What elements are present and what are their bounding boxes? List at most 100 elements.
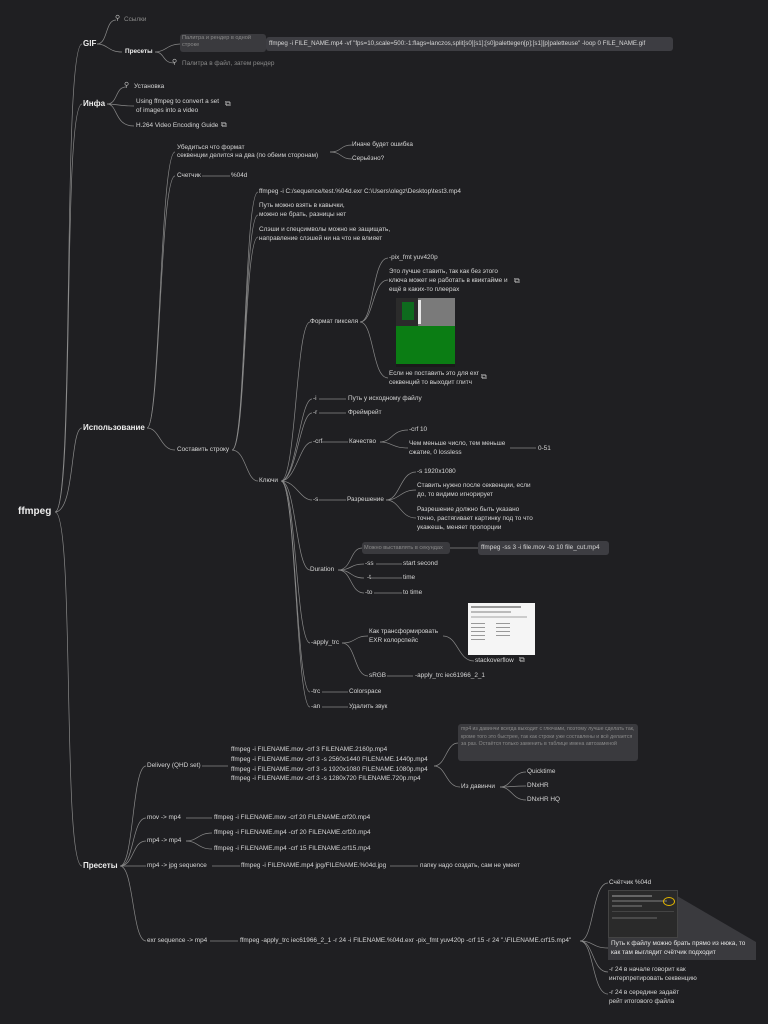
pixfmt-note-3[interactable]: ещё в каких-то плеерах xyxy=(389,286,460,293)
info-node[interactable]: Инфа xyxy=(83,99,106,108)
mp4-jpg-note[interactable]: папку надо создать, сам не умеет xyxy=(420,862,521,869)
external-link-icon[interactable]: ⧉ xyxy=(519,655,525,664)
else-error[interactable]: Иначе будет ошибка xyxy=(352,141,413,148)
pixfmt-note-2[interactable]: ключа может не работать в квиктайме и xyxy=(389,277,508,284)
res-note1-2[interactable]: до, то видимо игнорирует xyxy=(417,491,493,498)
from-davinci[interactable]: Из давинчи xyxy=(461,783,495,790)
exr-r-begin-1[interactable]: -r 24 в начале говорит как xyxy=(609,966,686,973)
res-note1-1[interactable]: Ставить нужно после секвенции, если xyxy=(417,482,531,489)
info-images-guide-2[interactable]: of images into a video xyxy=(136,107,199,114)
duration-node[interactable]: Duration xyxy=(310,566,335,573)
resolution-node[interactable]: Разрешение xyxy=(347,496,384,503)
key-i-desc[interactable]: Путь у исходному файлу xyxy=(348,395,422,402)
gif-palette-file[interactable]: Палитра в файл, затем рендер xyxy=(182,60,275,67)
key-i[interactable]: -i xyxy=(313,395,317,402)
gif-command[interactable]: ffmpeg -i FILE_NAME.mp4 -vf "fps=10,scal… xyxy=(269,40,646,47)
ensure-line-2[interactable]: секвенции делится на два (по обеим сторо… xyxy=(177,152,319,159)
nuke-screenshot-thumbnail[interactable] xyxy=(608,890,678,938)
external-link-icon[interactable]: ⧉ xyxy=(481,372,487,381)
mov-mp4-node[interactable]: mov -> mp4 xyxy=(147,814,181,821)
apply-trc-node[interactable]: -apply_trc xyxy=(311,639,340,646)
res-note2-3[interactable]: укажешь, меняет пропорции xyxy=(417,524,502,531)
pixfmt-node[interactable]: Формат пикселя xyxy=(310,318,359,325)
duration-cmd[interactable]: ffmpeg -ss 3 -i file.mov -to 10 file_cut… xyxy=(481,544,600,551)
glitch-thumbnail[interactable] xyxy=(396,298,455,367)
presets-node[interactable]: Пресеты xyxy=(83,861,118,870)
quotes-note-2[interactable]: можно не брать, разницы нет xyxy=(259,211,347,218)
key-an-desc[interactable]: Удалить звук xyxy=(349,703,388,710)
exr-path-1[interactable]: Путь к файлу можно брать прямо из нюка, … xyxy=(611,940,746,947)
key-trc[interactable]: -trc xyxy=(311,688,321,695)
codec-dnxhr[interactable]: DNxHR xyxy=(527,782,549,789)
exr-r-mid-1[interactable]: -r 24 в середине задаёт xyxy=(609,989,680,996)
slashes-note-2[interactable]: направление слэшей ни на что не влияет xyxy=(259,235,383,242)
key-an[interactable]: -an xyxy=(311,703,321,710)
codec-dnxhr-hq[interactable]: DNxHR HQ xyxy=(527,796,561,803)
info-install[interactable]: Установка xyxy=(134,83,165,90)
info-h264-guide[interactable]: H.264 Video Encoding Guide xyxy=(136,122,219,129)
delivery-cmd-2[interactable]: ffmpeg -i FILENAME.mov -crf 3 -s 2560x14… xyxy=(231,756,428,763)
root-node[interactable]: ffmpeg xyxy=(18,506,52,517)
compose-node[interactable]: Составить строку xyxy=(177,446,230,453)
delivery-cmd-3[interactable]: ffmpeg -i FILENAME.mov -crf 3 -s 1920x10… xyxy=(231,766,428,773)
key-ss[interactable]: -ss xyxy=(365,560,374,567)
usage-node[interactable]: Использование xyxy=(83,423,145,432)
delivery-cmd-1[interactable]: ffmpeg -i FILENAME.mov -crf 3 FILENAME.2… xyxy=(231,746,388,753)
key-crf[interactable]: -crf xyxy=(313,438,323,445)
keys-node[interactable]: Ключи xyxy=(259,477,279,484)
gif-node[interactable]: GIF xyxy=(83,39,97,48)
key-r[interactable]: -r xyxy=(313,409,318,416)
ensure-line-1[interactable]: Убедиться что формат xyxy=(177,144,245,151)
cmd-example[interactable]: ffmpeg -i C:/sequence/test.%04d.exr C:\U… xyxy=(259,188,461,195)
exr-path-2[interactable]: как там выглядит счётчик подходит xyxy=(611,949,716,956)
external-link-icon[interactable]: ⧉ xyxy=(514,276,520,285)
key-t[interactable]: -t xyxy=(367,574,371,581)
key-t-desc[interactable]: time xyxy=(403,574,416,581)
res-note2-2[interactable]: точно, растягивает картинку под то что xyxy=(417,515,533,522)
exr-r-mid-2[interactable]: рейт итогового файла xyxy=(609,998,675,1005)
delivery-node[interactable]: Delivery (QHD set) xyxy=(147,762,201,769)
pixfmt-value[interactable]: -pix_fmt yuv420p xyxy=(389,254,438,261)
srgb-value[interactable]: -apply_trc iec61966_2_1 xyxy=(415,672,485,679)
mp4-jpg-node[interactable]: mp4 -> jpg sequence xyxy=(147,862,207,869)
res-value[interactable]: -s 1920x1080 xyxy=(417,468,456,475)
crf-range[interactable]: 0-51 xyxy=(538,445,551,452)
trc-how-2[interactable]: EXR колорспейс xyxy=(369,637,419,644)
seriously[interactable]: Серьёзно? xyxy=(352,155,385,162)
info-images-guide-1[interactable]: Using ffmpeg to convert a set xyxy=(136,98,220,105)
exr-mp4-cmd[interactable]: ffmpeg -apply_trc iec61966_2_1 -r 24 -i … xyxy=(240,937,572,944)
mp4-mp4-node[interactable]: mp4 -> mp4 xyxy=(147,837,182,844)
exr-r-begin-2[interactable]: интерпретировать секвенцию xyxy=(609,975,697,982)
key-to[interactable]: -to xyxy=(365,589,373,596)
codec-quicktime[interactable]: Quicktime xyxy=(527,768,556,775)
mp4-mp4-cmd-1[interactable]: ffmpeg -i FILENAME.mp4 -crf 20 FILENAME.… xyxy=(214,829,371,836)
pixfmt-note-1[interactable]: Это лучше ставить, так как без этого xyxy=(389,268,498,275)
pixfmt-glitch-2[interactable]: секвенций то выходит глитч xyxy=(389,379,472,386)
res-note2-1[interactable]: Разрешение должно быть указано xyxy=(417,506,520,513)
key-trc-desc[interactable]: Colorspace xyxy=(349,688,382,695)
key-s[interactable]: -s xyxy=(313,496,319,503)
mp4-mp4-cmd-2[interactable]: ffmpeg -i FILENAME.mp4 -crf 15 FILENAME.… xyxy=(214,845,371,852)
stackoverflow-link[interactable]: stackoverflow xyxy=(475,657,514,664)
delivery-cmd-4[interactable]: ffmpeg -i FILENAME.mov -crf 3 -s 1280x72… xyxy=(231,775,421,782)
gif-presets[interactable]: Пресеты xyxy=(125,48,153,55)
counter-node[interactable]: Счетчик xyxy=(177,172,201,179)
slashes-note-1[interactable]: Слэши и спецсимволы можно не защищать, xyxy=(259,226,391,233)
key-ss-desc[interactable]: start second xyxy=(403,560,438,567)
quotes-note-1[interactable]: Путь можно взять в кавычки, xyxy=(259,202,345,209)
external-link-icon[interactable]: ⧉ xyxy=(221,120,227,129)
crf-quality[interactable]: Качество xyxy=(349,438,377,445)
srgb-node[interactable]: sRGB xyxy=(369,672,387,679)
stackoverflow-thumbnail[interactable] xyxy=(468,603,535,655)
crf-value[interactable]: -crf 10 xyxy=(409,426,428,433)
exr-counter[interactable]: Счётчик %04d xyxy=(609,879,652,886)
gif-links[interactable]: Ссылки xyxy=(124,16,147,23)
key-to-desc[interactable]: to time xyxy=(403,589,423,596)
key-r-desc[interactable]: Фреймрейт xyxy=(348,409,382,416)
pixfmt-glitch-1[interactable]: Если не поставить это для exr xyxy=(389,370,479,377)
external-link-icon[interactable]: ⧉ xyxy=(225,99,231,108)
exr-mp4-node[interactable]: exr sequence -> mp4 xyxy=(147,937,208,944)
crf-note-1[interactable]: Чем меньше число, тем меньше xyxy=(409,440,506,447)
crf-note-2[interactable]: сжатие, 0 lossless xyxy=(409,449,462,456)
trc-how-1[interactable]: Как трансформировать xyxy=(369,628,439,635)
